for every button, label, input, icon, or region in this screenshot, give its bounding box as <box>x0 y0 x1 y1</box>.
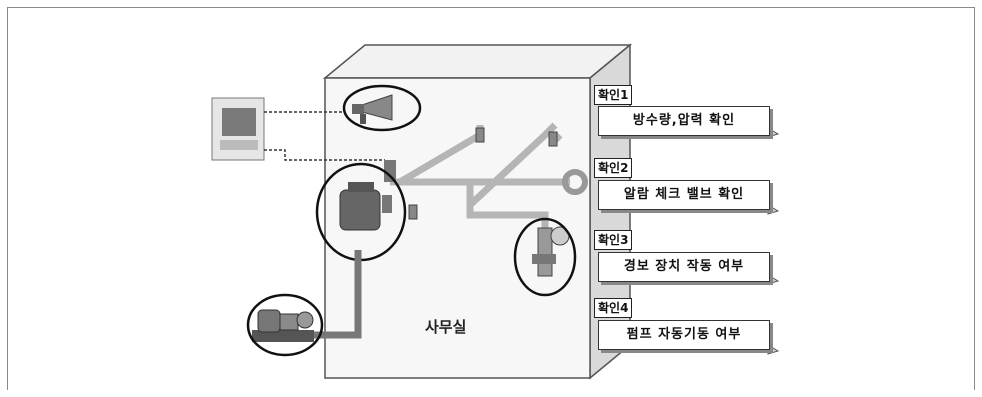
check-tag-1: 확인1 <box>594 85 633 105</box>
outer-frame <box>7 7 975 390</box>
pipe-loop-icon <box>562 169 588 195</box>
check-circle-3 <box>513 217 577 297</box>
check-note-2: 알람 체크 밸브 확인 <box>598 180 770 210</box>
sprinkler-head-icons <box>408 127 558 220</box>
check-note-4: 펌프 자동기동 여부 <box>598 320 770 350</box>
check-note-1: 방수량,압력 확인 <box>598 106 770 136</box>
check-note-3: 경보 장치 작동 여부 <box>598 252 770 282</box>
box-top-face <box>322 44 633 79</box>
check-tag-2: 확인2 <box>594 158 633 178</box>
pump-icon <box>252 309 314 342</box>
check-tag-4: 확인4 <box>594 298 633 318</box>
pressure-switch-icon <box>532 226 570 277</box>
room-label: 사무실 <box>425 318 467 336</box>
fire-control-panel-icon <box>211 97 265 161</box>
check-tag-3: 확인3 <box>594 230 633 250</box>
signal-line-2 <box>264 149 385 161</box>
check-circle-1 <box>342 84 422 132</box>
alarm-check-valve-icon <box>339 160 396 231</box>
check-circle-4 <box>246 293 324 357</box>
alarm-siren-icon <box>352 94 393 124</box>
